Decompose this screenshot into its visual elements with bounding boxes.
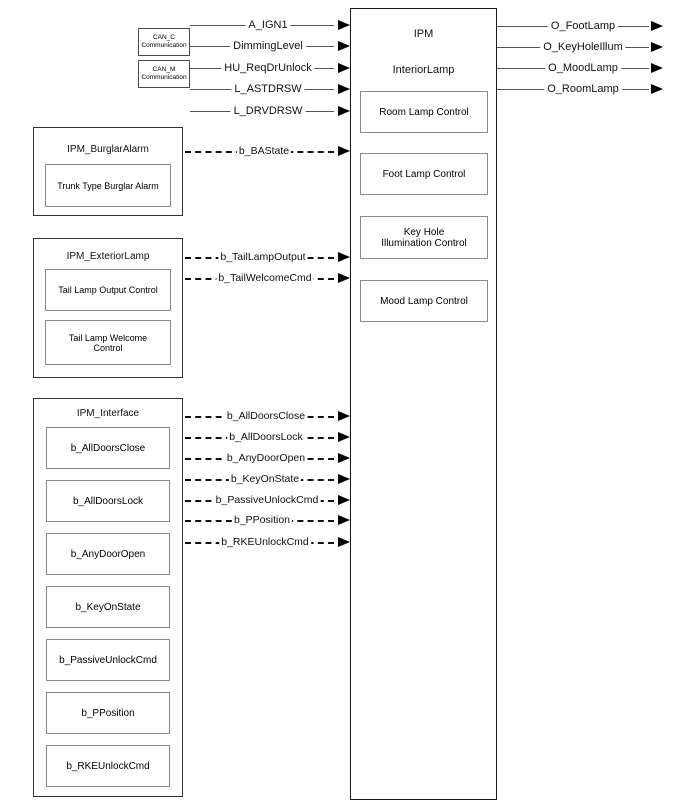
module-title-ipm-interface: IPM_Interface xyxy=(76,408,140,419)
signal-arrow-if-b-pposition xyxy=(338,514,350,525)
input-arrow-hu-reqdrunlock xyxy=(338,62,350,73)
ipm-block xyxy=(350,8,497,800)
output-arrow-o-moodlamp xyxy=(651,62,663,73)
signal-label-if-b-rkeunlockcmd: b_RKEUnlockCmd xyxy=(219,536,311,548)
signal-arrow-if-b-alldoorsclose xyxy=(338,410,350,421)
output-label-o-keyholeillum: O_KeyHoleIllum xyxy=(540,41,626,53)
input-label-hu-reqdrunlock: HU_ReqDrUnlock xyxy=(221,62,315,74)
signal-arrow-if-b-alldoorslock xyxy=(338,431,350,442)
input-arrow-l-drvdrsw xyxy=(338,105,350,116)
output-arrow-o-roomlamp xyxy=(651,83,663,94)
module-child-b-passiveunlockcmd[interactable]: b_PassiveUnlockCmd xyxy=(46,639,170,681)
input-label-a-ign1: A_IGN1 xyxy=(245,19,291,31)
ipm-control-mood-lamp[interactable]: Mood Lamp Control xyxy=(360,280,488,322)
signal-arrow-b-taillampoutput xyxy=(338,251,350,262)
can-m-communication-block: CAN_M Communication xyxy=(138,60,190,88)
output-label-o-footlamp: O_FootLamp xyxy=(547,20,619,32)
signal-label-if-b-keyonstate: b_KeyOnState xyxy=(228,473,302,485)
can-c-communication-block: CAN_C Communication xyxy=(138,28,190,56)
module-title-ipm-exteriorlamp: IPM_ExteriorLamp xyxy=(66,251,150,262)
input-label-l-drvdrsw: L_DRVDRSW xyxy=(230,105,306,117)
can-c-line2: Communication xyxy=(141,42,187,49)
signal-label-b-tailwelcomecmd: b_TailWelcomeCmd xyxy=(216,272,314,284)
module-child-b-keyonstate[interactable]: b_KeyOnState xyxy=(46,586,170,628)
signal-label-b-taillampoutput: b_TailLampOutput xyxy=(218,251,308,263)
signal-label-if-b-alldoorsclose: b_AllDoorsClose xyxy=(224,410,308,422)
output-arrow-o-footlamp xyxy=(651,20,663,31)
can-m-line1: CAN_M xyxy=(152,66,176,73)
output-label-o-roomlamp: O_RoomLamp xyxy=(544,83,622,95)
can-c-line1: CAN_C xyxy=(152,34,176,41)
signal-label-b-bastate: b_BAState xyxy=(236,145,292,157)
module-child-tail-lamp-output-control[interactable]: Tail Lamp Output Control xyxy=(45,269,171,311)
signal-arrow-b-tailwelcomecmd xyxy=(338,272,350,283)
module-child-b-rkeunlockcmd[interactable]: b_RKEUnlockCmd xyxy=(46,745,170,787)
can-m-line2: Communication xyxy=(141,74,187,81)
ipm-subtitle: InteriorLamp xyxy=(392,64,455,76)
input-label-l-astdrsw: L_ASTDRSW xyxy=(231,83,305,95)
module-title-ipm-burglaralarm: IPM_BurglarAlarm xyxy=(67,144,149,155)
signal-label-if-b-anydooropen: b_AnyDoorOpen xyxy=(224,452,308,464)
signal-arrow-if-b-keyonstate xyxy=(338,473,350,484)
module-child-b-anydooropen[interactable]: b_AnyDoorOpen xyxy=(46,533,170,575)
module-child-b-pposition[interactable]: b_PPosition xyxy=(46,692,170,734)
input-arrow-dimming-level xyxy=(338,40,350,51)
signal-label-if-b-alldoorslock: b_AllDoorsLock xyxy=(227,431,305,443)
output-arrow-o-keyholeillum xyxy=(651,41,663,52)
signal-arrow-if-b-passiveunlockcmd xyxy=(338,494,350,505)
ipm-title: IPM xyxy=(413,28,434,40)
input-label-dimming-level: DimmingLevel xyxy=(230,40,306,52)
input-arrow-a-ign1 xyxy=(338,19,350,30)
ipm-control-key-hole-illumination[interactable]: Key Hole Illumination Control xyxy=(360,216,488,259)
module-child-b-alldoorslock[interactable]: b_AllDoorsLock xyxy=(46,480,170,522)
module-child-b-alldoorsclose[interactable]: b_AllDoorsClose xyxy=(46,427,170,469)
module-child-trunk-type-burglar-alarm[interactable]: Trunk Type Burglar Alarm xyxy=(45,164,171,207)
output-label-o-moodlamp: O_MoodLamp xyxy=(545,62,621,74)
ipm-control-room-lamp[interactable]: Room Lamp Control xyxy=(360,91,488,133)
signal-label-if-b-pposition: b_PPosition xyxy=(231,514,293,526)
signal-label-if-b-passiveunlockcmd: b_PassiveUnlockCmd xyxy=(213,494,321,506)
ipm-control-foot-lamp[interactable]: Foot Lamp Control xyxy=(360,153,488,195)
module-child-tail-lamp-welcome-control[interactable]: Tail Lamp Welcome Control xyxy=(45,320,171,365)
signal-arrow-if-b-anydooropen xyxy=(338,452,350,463)
signal-arrow-b-bastate xyxy=(338,145,350,156)
input-arrow-l-astdrsw xyxy=(338,83,350,94)
signal-arrow-if-b-rkeunlockcmd xyxy=(338,536,350,547)
